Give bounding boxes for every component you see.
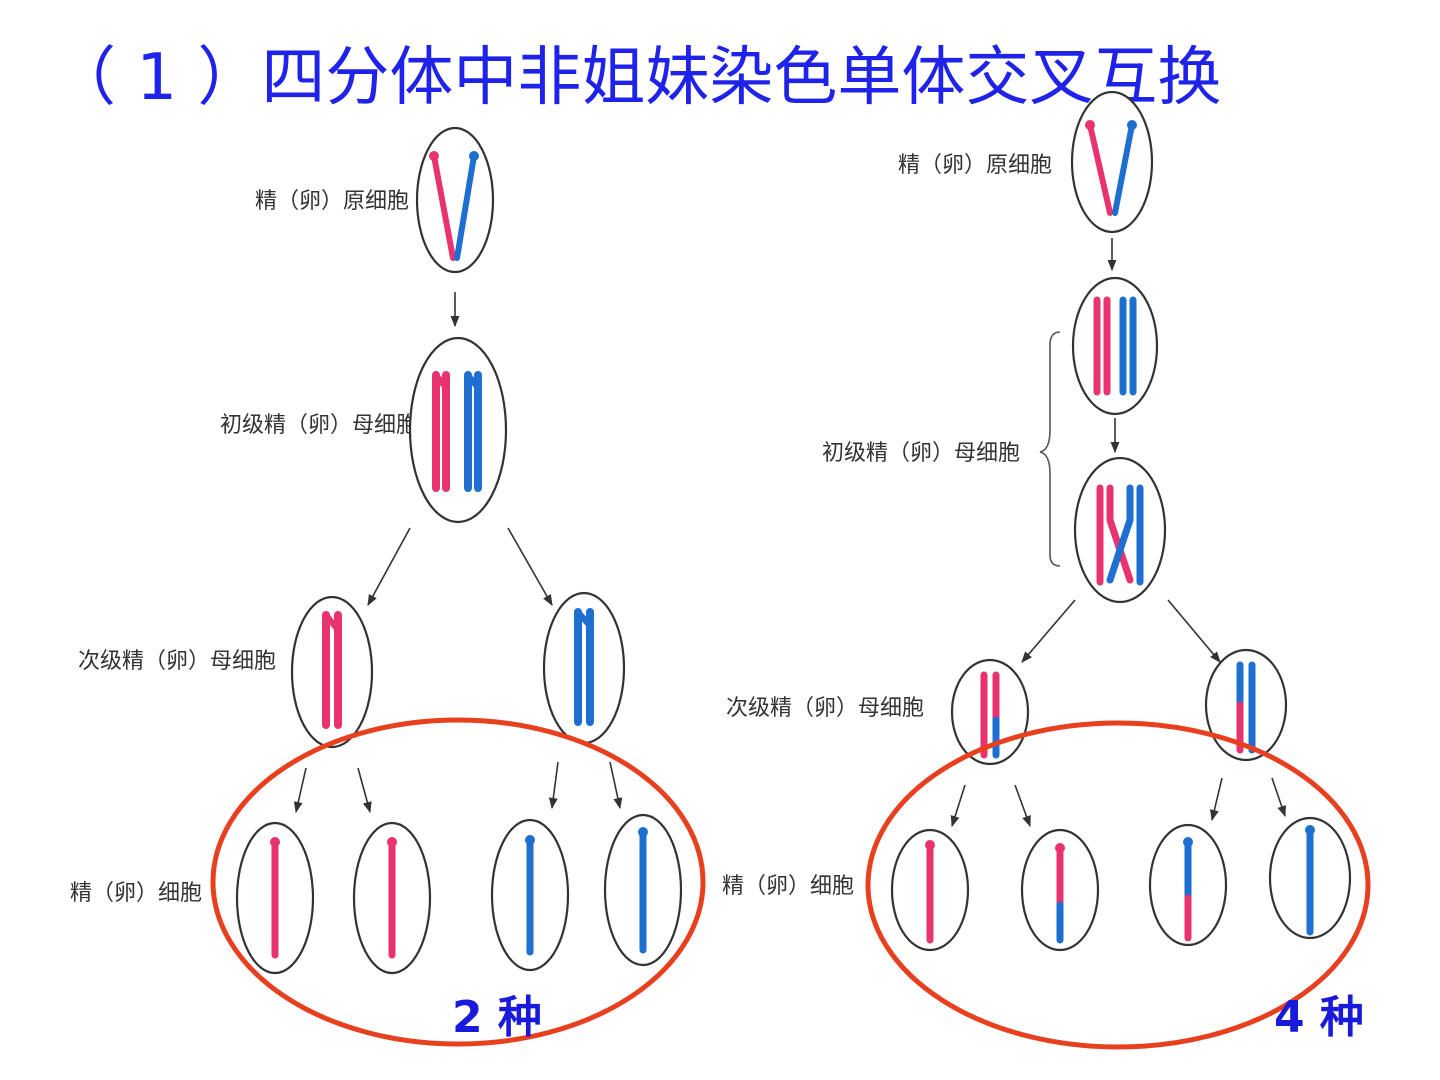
left-label-spermatogonium: 精（卵）原细胞 [255,189,409,214]
left-secondary-cell-paternal [542,591,626,745]
left-panel-no-crossover: 精（卵）原细胞 初级精（卵）母细胞 次级精（卵）母细胞 精（卵）细胞 [70,126,706,1047]
right-label-spermatogonium: 精（卵）原细胞 [898,153,1052,178]
right-label-primary: 初级精（卵）母细胞 [822,441,1020,466]
right-spermatogonium-cell [1070,90,1154,234]
right-gamete-cell-2 [1020,828,1100,952]
left-secondary-cell-maternal [290,595,374,749]
right-result-count: 4 种 [1274,992,1364,1043]
slide-title: （ 1 ）四分体中非姐妹染色单体交叉互换 [52,41,1222,115]
left-gamete-cell-2 [352,821,432,975]
right-secondary-cell-2 [1204,648,1288,762]
right-gamete-cell-3 [1148,823,1228,947]
right-highlight-ring [865,720,1371,1050]
right-label-gamete: 精（卵）细胞 [722,874,854,899]
right-primary-cell-pairing [1071,276,1159,416]
left-result-count: 2 种 [452,992,542,1043]
right-gamete-cell-1 [890,828,970,952]
left-label-gamete: 精（卵）细胞 [70,881,202,906]
left-spermatogonium-cell [415,126,495,274]
right-gamete-cell-4 [1268,816,1352,940]
right-panel-crossover: 精（卵）原细胞 初级精（卵）母细胞 次级精（卵）母细胞 精（卵）细胞 [722,90,1371,1050]
left-primary-cell [408,336,508,524]
left-label-primary: 初级精（卵）母细胞 [220,413,418,438]
primary-stage-brace [1039,331,1061,567]
right-label-secondary: 次级精（卵）母细胞 [726,696,924,721]
left-gamete-cell-4 [603,813,683,967]
left-highlight-ring [210,717,706,1047]
right-primary-cell-crossover [1073,456,1167,604]
left-gamete-cell-3 [490,818,570,972]
left-label-secondary: 次级精（卵）母细胞 [78,649,276,674]
left-gamete-cell-1 [235,821,315,975]
